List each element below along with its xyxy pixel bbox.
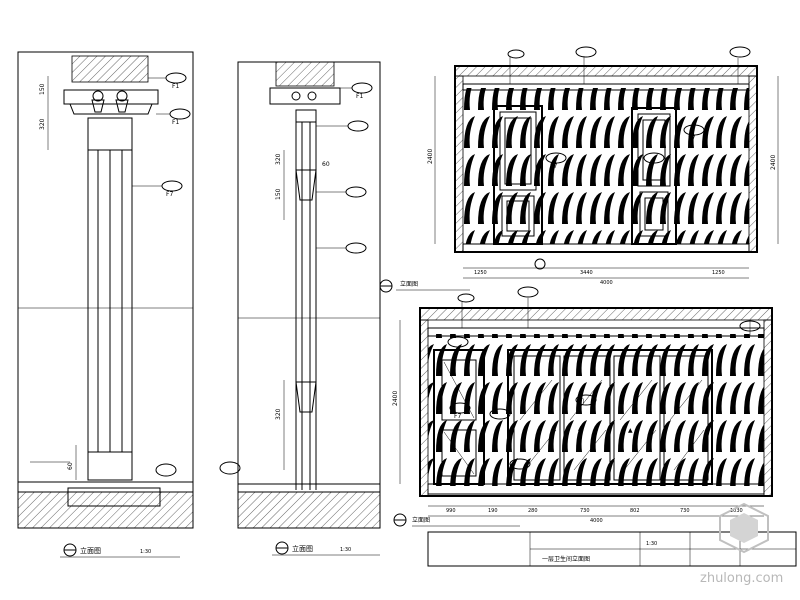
tag-d-bottom xyxy=(509,458,531,470)
svg-text:2400: 2400 xyxy=(392,391,399,406)
svg-text:190: 190 xyxy=(488,508,498,514)
svg-text:1:30: 1:30 xyxy=(646,541,657,547)
tag-d-mid xyxy=(489,408,511,420)
svg-text:4000: 4000 xyxy=(590,518,603,524)
svg-text:3440: 3440 xyxy=(580,270,593,276)
svg-text:1250: 1250 xyxy=(474,270,487,276)
tag-c-top-left xyxy=(507,49,525,84)
tag-f7-b2 xyxy=(316,186,367,198)
tag-f7-a: F7 xyxy=(132,180,183,198)
watermark-text: zhulong.com xyxy=(700,571,783,586)
section-b: 320 150 60 320 F1 立面图 xyxy=(219,61,381,556)
door-mark: 门 xyxy=(578,398,584,406)
svg-text:立面图: 立面图 xyxy=(292,544,313,553)
door-c-right xyxy=(631,107,677,245)
tag-floor-b xyxy=(219,461,241,475)
svg-text:F7: F7 xyxy=(454,413,461,420)
tag-floor-a xyxy=(30,461,177,477)
svg-text:150: 150 xyxy=(275,188,282,200)
tag-c-mid xyxy=(643,152,665,164)
watermark: zhulong.com xyxy=(700,502,783,586)
tag-c-top-right xyxy=(729,46,751,84)
svg-text:990: 990 xyxy=(446,508,456,514)
tag-d-door xyxy=(447,336,469,348)
capital-ornament-mid xyxy=(291,91,317,101)
svg-text:4000: 4000 xyxy=(600,280,613,286)
svg-text:60: 60 xyxy=(322,161,330,168)
dim-320: 320 xyxy=(39,118,46,130)
glass-mark-1: ▲ xyxy=(578,425,583,432)
tag-c-top-mid xyxy=(575,46,597,84)
svg-text:F1: F1 xyxy=(356,93,363,100)
svg-text:320: 320 xyxy=(275,153,282,165)
tag-d-f7-left: F7 xyxy=(449,402,471,420)
dim-150: 150 xyxy=(39,83,46,95)
capital-ornament-left xyxy=(91,90,129,113)
svg-text:立面图: 立面图 xyxy=(80,546,101,555)
elevation-c: 2400 2400 1250 3440 1250 4000 F7 F7 xyxy=(379,46,779,293)
svg-text:立面图: 立面图 xyxy=(400,280,418,288)
door-d-single xyxy=(433,349,485,485)
svg-text:1250: 1250 xyxy=(712,270,725,276)
tag-d-glass xyxy=(575,394,597,406)
title-block-title: 一层卫生间立面图 xyxy=(542,555,590,563)
svg-text:F7: F7 xyxy=(688,135,695,142)
wallpaper-pattern-d xyxy=(428,334,764,486)
tag-f7-b xyxy=(316,120,369,132)
tag-c-f7-right: F7 xyxy=(683,124,705,142)
tag-f7-b3 xyxy=(316,242,367,254)
tag-d-top-right xyxy=(739,320,761,336)
svg-text:802: 802 xyxy=(630,508,640,514)
svg-text:2400: 2400 xyxy=(427,149,434,164)
svg-text:立面图: 立面图 xyxy=(412,516,430,524)
tag-f1-a2: F1 xyxy=(156,108,191,126)
svg-text:1030: 1030 xyxy=(730,508,743,514)
tag-f1-b: F1 xyxy=(334,82,373,100)
axis-marker-c xyxy=(534,258,546,270)
svg-text:F1: F1 xyxy=(172,119,179,126)
wallpaper-pattern-c xyxy=(463,88,749,244)
tag-d-top-mid xyxy=(517,286,539,328)
svg-text:2400: 2400 xyxy=(770,155,777,170)
view-label-d: 立面图 xyxy=(393,513,520,527)
svg-text:F1: F1 xyxy=(172,83,179,90)
svg-text:280: 280 xyxy=(528,508,538,514)
dim-60: 60 xyxy=(67,462,74,470)
svg-text:320: 320 xyxy=(275,408,282,420)
svg-text:1:30: 1:30 xyxy=(140,549,151,555)
section-a: 150 320 60 F1 F1 F7 立面图 1:30 xyxy=(17,51,194,558)
tag-c-f7-left: F7 xyxy=(545,152,567,170)
tag-d-top-left xyxy=(457,293,475,328)
elevation-d: ▲ ▲ 门 2400 990 190 280 730 802 730 1030 … xyxy=(392,286,773,527)
svg-text:730: 730 xyxy=(580,508,590,514)
glass-mark-2: ▲ xyxy=(628,427,633,434)
tag-f1-a: F1 xyxy=(148,72,187,90)
svg-text:1:30: 1:30 xyxy=(340,547,351,553)
svg-text:F7: F7 xyxy=(166,191,173,198)
svg-text:F7: F7 xyxy=(550,163,557,170)
door-c-left xyxy=(493,105,543,245)
view-label-b: 立面图 1:30 xyxy=(272,541,380,556)
view-label-c: 立面图 xyxy=(379,279,470,293)
view-label-a: 立面图 1:30 xyxy=(60,543,180,558)
svg-text:730: 730 xyxy=(680,508,690,514)
